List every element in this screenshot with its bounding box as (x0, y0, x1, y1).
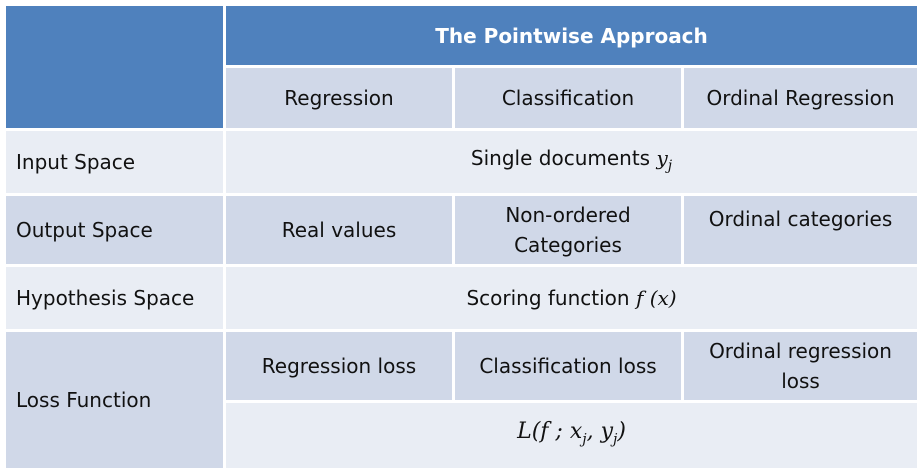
subheader-classification: Classification (452, 65, 684, 131)
row-label-input-space: Input Space (3, 128, 226, 196)
corner-cell (3, 3, 226, 131)
output-space-regression: Real values (223, 193, 455, 267)
header-row: The Pointwise Approach (3, 3, 921, 131)
input-space-math: y (656, 146, 668, 170)
row-input-space: Input Space Single documents yj (3, 128, 921, 196)
formula-subscript-1: j (582, 431, 587, 448)
comparison-table-wrapper: The Pointwise Approach Regression Classi… (3, 3, 921, 471)
loss-ordinal: Ordinal regression loss (680, 329, 921, 403)
table-title: The Pointwise Approach (222, 3, 921, 68)
hypothesis-space-text: Scoring function (466, 286, 636, 310)
loss-regression: Regression loss (223, 329, 455, 403)
row-output-space: Output Space Real values Non-ordered Cat… (3, 193, 921, 267)
input-space-text: Single documents (470, 146, 657, 170)
hypothesis-space-value: Scoring function f (x) (222, 264, 921, 332)
row-label-hypothesis-space: Hypothesis Space (3, 264, 226, 332)
formula-part-1: L(f ; x (517, 418, 583, 444)
formula-part-3: ) (617, 418, 626, 444)
loss-classification: Classification loss (452, 329, 684, 403)
row-loss-formula: L(f ; xj, yj) (5, 400, 921, 471)
formula-part-2: , y (586, 418, 613, 444)
subheader-regression: Regression (223, 65, 455, 131)
pointwise-approach-table: The Pointwise Approach Regression Classi… (3, 3, 921, 471)
output-space-classification: Non-ordered Categories (452, 193, 684, 267)
hypothesis-space-math: f (x) (635, 286, 677, 310)
row-hypothesis-space: Hypothesis Space Scoring function f (x) (3, 264, 921, 332)
loss-formula: L(f ; xj, yj) (222, 400, 921, 471)
formula-subscript-2: j (613, 431, 618, 448)
output-space-ordinal: Ordinal categories (680, 193, 921, 267)
subheader-ordinal-regression: Ordinal Regression (680, 65, 921, 131)
input-space-value: Single documents yj (222, 128, 921, 196)
subheader-row: Regression Classification Ordinal Regres… (5, 65, 921, 131)
row-label-output-space: Output Space (3, 193, 226, 267)
row-label-loss-function: Loss Function (3, 329, 226, 471)
input-space-subscript: j (667, 158, 673, 174)
row-loss-function: Loss Function Regression loss Classifica… (3, 329, 921, 471)
